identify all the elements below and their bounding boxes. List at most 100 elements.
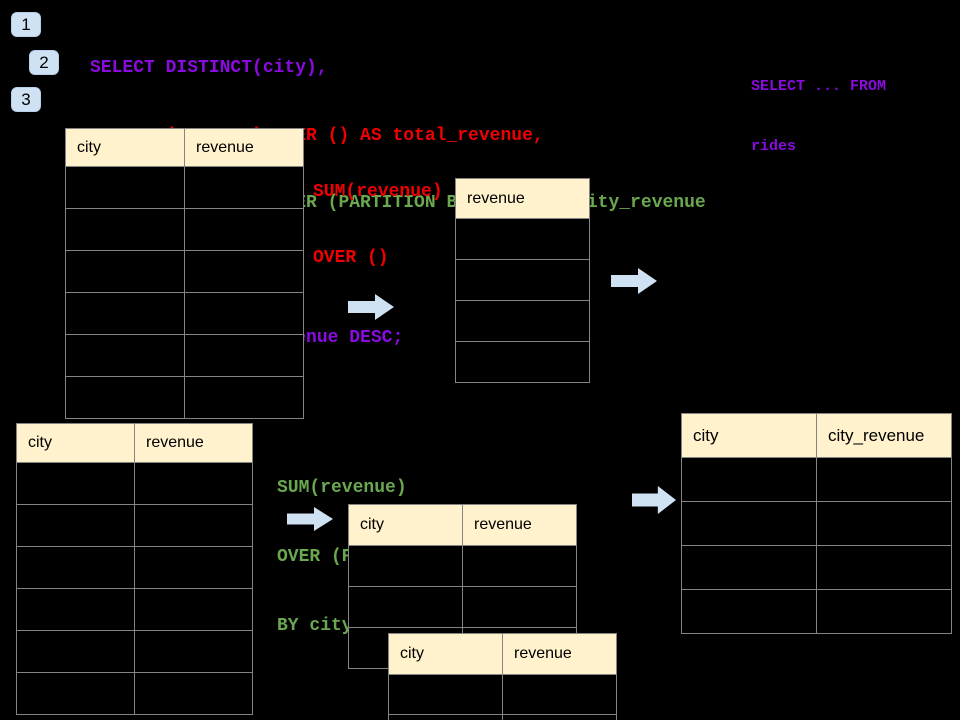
table-cell bbox=[682, 590, 817, 634]
table-row bbox=[17, 547, 253, 589]
table-cell bbox=[456, 301, 590, 342]
table-header-row: revenue bbox=[456, 179, 590, 219]
table-row bbox=[17, 589, 253, 631]
table-cell bbox=[185, 209, 304, 251]
table-row bbox=[389, 715, 617, 720]
table-row bbox=[456, 260, 590, 301]
table-cell bbox=[185, 251, 304, 293]
table-row bbox=[66, 377, 304, 419]
table-cell bbox=[389, 715, 503, 720]
column-header-revenue: revenue bbox=[463, 505, 577, 546]
sql-line-select: SELECT DISTINCT(city), bbox=[90, 58, 328, 78]
table-cell bbox=[135, 673, 253, 715]
table-cell bbox=[349, 546, 463, 587]
column-header-city: city bbox=[17, 424, 135, 463]
table-cell bbox=[456, 342, 590, 383]
table-cell bbox=[463, 546, 577, 587]
table-cell bbox=[185, 377, 304, 419]
table-cell bbox=[135, 463, 253, 505]
table-row bbox=[349, 546, 577, 587]
table-cell bbox=[682, 546, 817, 590]
table-cell bbox=[389, 675, 503, 715]
table-cell bbox=[456, 219, 590, 260]
table-row bbox=[66, 251, 304, 293]
table-cell bbox=[817, 458, 952, 502]
table-cell bbox=[135, 589, 253, 631]
step-badge-1: 1 bbox=[11, 12, 41, 37]
arrow-right-icon bbox=[611, 268, 657, 294]
table-cell bbox=[817, 590, 952, 634]
table-cell bbox=[17, 547, 135, 589]
table-cell bbox=[817, 502, 952, 546]
table-cell bbox=[17, 631, 135, 673]
table-row bbox=[17, 631, 253, 673]
table-cell bbox=[135, 547, 253, 589]
column-header-city: city bbox=[66, 129, 185, 167]
table-row bbox=[17, 463, 253, 505]
table-row bbox=[389, 675, 617, 715]
table-row bbox=[682, 590, 952, 634]
side-code-line-2: rides bbox=[751, 138, 797, 155]
table-cell bbox=[135, 505, 253, 547]
table-cell bbox=[135, 631, 253, 673]
table-row bbox=[66, 293, 304, 335]
column-header-revenue: revenue bbox=[185, 129, 304, 167]
table-cell bbox=[66, 377, 185, 419]
table-cell bbox=[349, 587, 463, 628]
table-row bbox=[17, 505, 253, 547]
table-cell bbox=[17, 673, 135, 715]
table-cell bbox=[817, 546, 952, 590]
step-badge-3: 3 bbox=[11, 87, 41, 112]
table-cell bbox=[66, 209, 185, 251]
table-cell bbox=[66, 335, 185, 377]
table-cell bbox=[185, 335, 304, 377]
table-cell bbox=[185, 293, 304, 335]
table-cell bbox=[17, 505, 135, 547]
table-cell bbox=[66, 167, 185, 209]
column-header-city_revenue: city_revenue bbox=[817, 414, 952, 458]
arrow-right-icon bbox=[287, 507, 333, 531]
table-row bbox=[682, 458, 952, 502]
column-header-revenue: revenue bbox=[503, 634, 617, 675]
table-cell bbox=[503, 715, 617, 720]
annotation-line: OVER () bbox=[313, 248, 389, 268]
table-cell bbox=[66, 251, 185, 293]
side-code-line-1: SELECT ... FROM bbox=[751, 78, 887, 95]
column-header-revenue: revenue bbox=[135, 424, 253, 463]
column-header-revenue: revenue bbox=[456, 179, 590, 219]
table-cell bbox=[456, 260, 590, 301]
table-cell bbox=[503, 675, 617, 715]
table-row bbox=[66, 167, 304, 209]
table-row bbox=[66, 335, 304, 377]
table-row bbox=[456, 301, 590, 342]
table-cell bbox=[17, 463, 135, 505]
arrow-right-icon bbox=[632, 486, 676, 514]
annotation-line: SUM(revenue) bbox=[277, 478, 407, 498]
table-cell bbox=[66, 293, 185, 335]
side-code-select-from-rides: SELECT ... FROM rides bbox=[751, 37, 886, 197]
step-badge-2: 2 bbox=[29, 50, 59, 75]
table-cell bbox=[17, 589, 135, 631]
table-cell bbox=[185, 167, 304, 209]
annotation-line: SUM(revenue) bbox=[313, 182, 443, 202]
table-row bbox=[349, 587, 577, 628]
column-header-city: city bbox=[389, 634, 503, 675]
table-cell bbox=[463, 587, 577, 628]
table-total-revenue-result: revenue bbox=[455, 178, 590, 383]
table-cell bbox=[682, 458, 817, 502]
column-header-city: city bbox=[349, 505, 463, 546]
table-row bbox=[17, 673, 253, 715]
table-cell bbox=[682, 502, 817, 546]
table-row bbox=[682, 502, 952, 546]
table-row bbox=[456, 219, 590, 260]
